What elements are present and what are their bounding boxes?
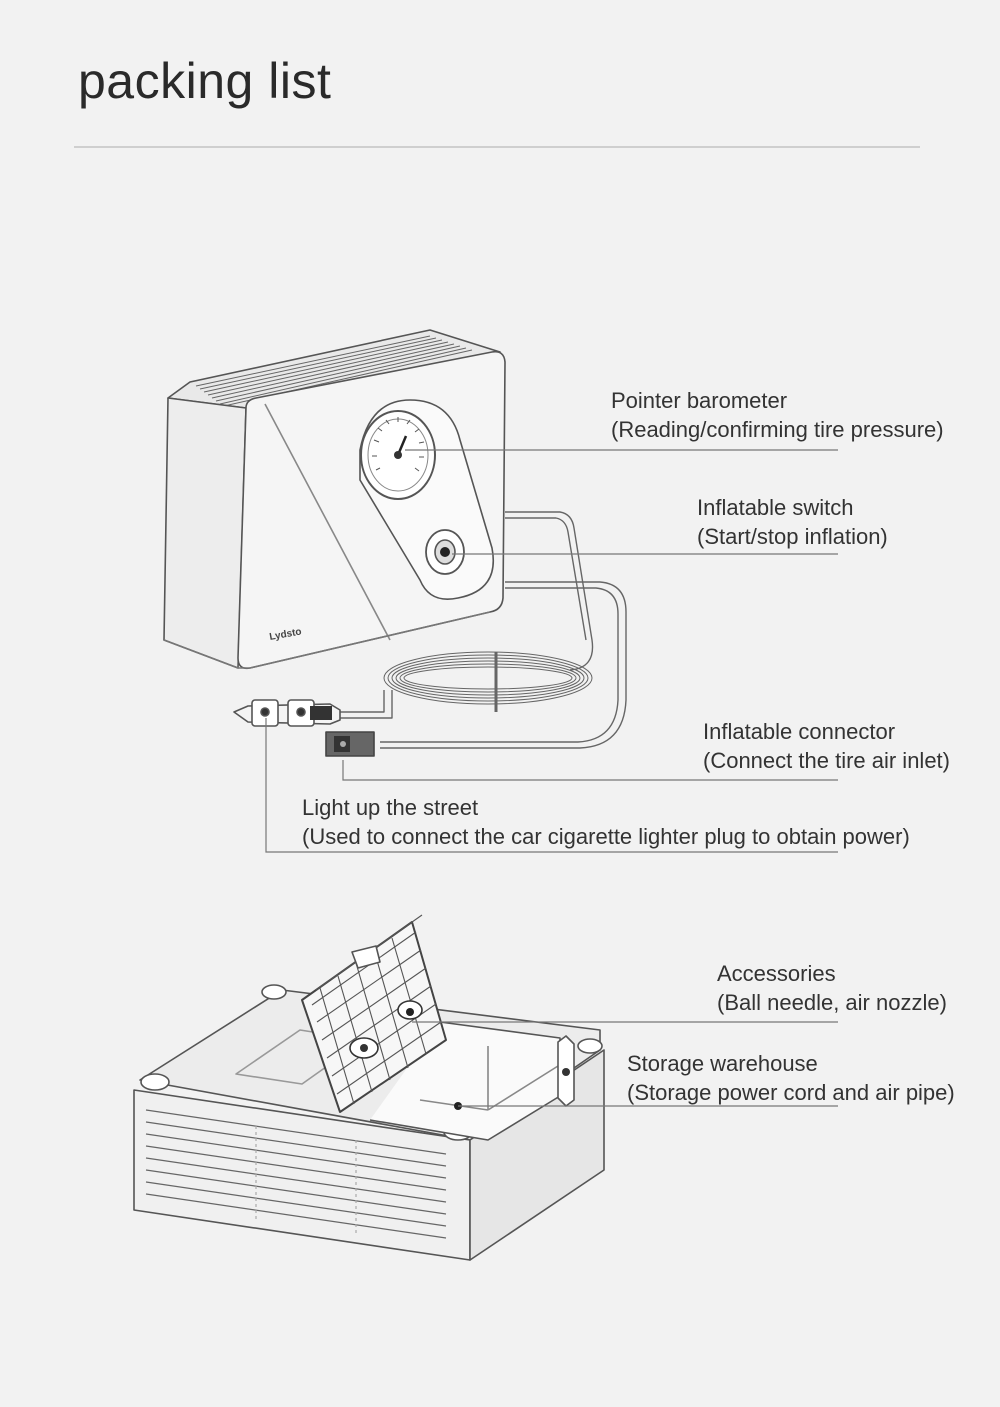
pressure-gauge	[360, 410, 436, 500]
callout-title: Light up the street	[302, 795, 479, 820]
callout-description: (Reading/confirming tire pressure)	[611, 417, 944, 442]
callout-lines-top	[265, 449, 838, 853]
front-vent-grille	[145, 1109, 447, 1239]
callout-inflatable-connector: Inflatable connector (Connect the tire a…	[703, 717, 950, 775]
top-vent-grille	[195, 335, 473, 407]
callout-lines-bottom	[412, 1021, 838, 1107]
cigarette-lighter-plug	[233, 699, 341, 727]
inflate-switch-button	[425, 529, 465, 575]
storage-compartment-illustration	[133, 914, 605, 1261]
callout-pointer-barometer: Pointer barometer (Reading/confirming ti…	[611, 386, 944, 444]
callout-description: (Storage power cord and air pipe)	[627, 1080, 955, 1105]
callout-title: Inflatable switch	[697, 495, 854, 520]
callout-light-up-the-street: Light up the street (Used to connect the…	[302, 793, 910, 851]
callout-description: (Used to connect the car cigarette light…	[302, 824, 910, 849]
callout-storage-warehouse: Storage warehouse (Storage power cord an…	[627, 1049, 955, 1107]
title-divider	[74, 146, 920, 148]
callout-title: Accessories	[717, 961, 836, 986]
air-compressor-illustration: Lydsto	[163, 329, 627, 757]
callout-description: (Connect the tire air inlet)	[703, 748, 950, 773]
power-cable-and-air-hose	[340, 511, 627, 749]
callout-title: Inflatable connector	[703, 719, 896, 744]
air-connector	[325, 731, 375, 757]
callout-description: (Ball needle, air nozzle)	[717, 990, 947, 1015]
callout-title: Pointer barometer	[611, 388, 788, 413]
callout-accessories: Accessories (Ball needle, air nozzle)	[717, 959, 947, 1017]
page-title: packing list	[78, 53, 332, 109]
callout-title: Storage warehouse	[627, 1051, 818, 1076]
callout-description: (Start/stop inflation)	[697, 524, 888, 549]
callout-inflatable-switch: Inflatable switch (Start/stop inflation)	[697, 493, 888, 551]
storage-lid-grid	[301, 914, 447, 1113]
